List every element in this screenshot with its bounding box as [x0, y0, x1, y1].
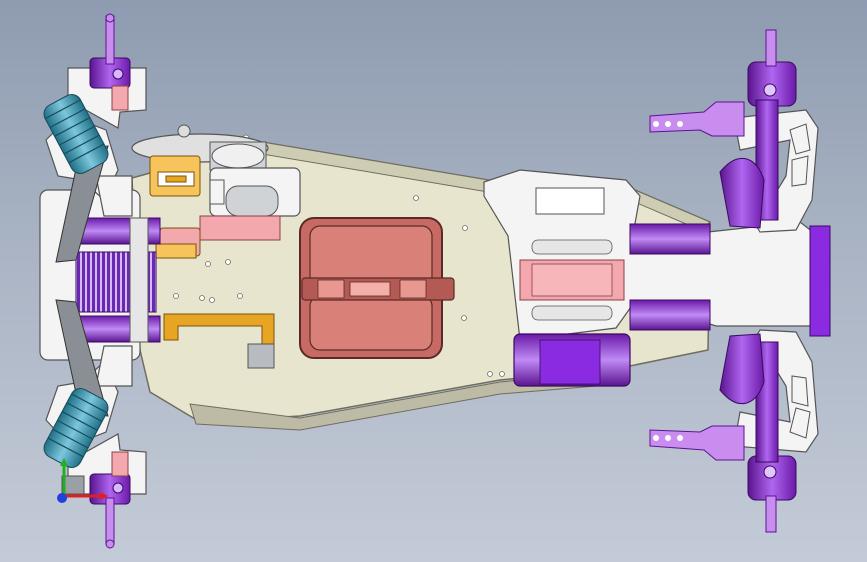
rear-arm-bottom: [719, 333, 765, 405]
axis-x-arrow: [100, 492, 108, 500]
front-hub-top: [89, 13, 131, 111]
rear-hub-bottom: [649, 341, 797, 533]
servo-saver: [149, 155, 275, 345]
axis-y-arrow: [60, 458, 68, 466]
coordinate-triad-icon: [57, 458, 108, 503]
rear-arm-top: [719, 157, 765, 229]
front-shock-spring-bottom: [43, 388, 109, 468]
rear-hub-top: [649, 29, 797, 221]
rear-gearbox: [513, 223, 831, 387]
motor-assembly: [131, 124, 301, 241]
rear-wing-mount-slots: [789, 123, 811, 439]
switch-block: [247, 343, 275, 369]
battery-tray: [299, 217, 455, 359]
axis-z-dot: [57, 493, 67, 503]
chassis-holes: [173, 134, 505, 377]
rear-top-deck: [483, 169, 819, 341]
front-shock-spring-top: [43, 94, 109, 174]
